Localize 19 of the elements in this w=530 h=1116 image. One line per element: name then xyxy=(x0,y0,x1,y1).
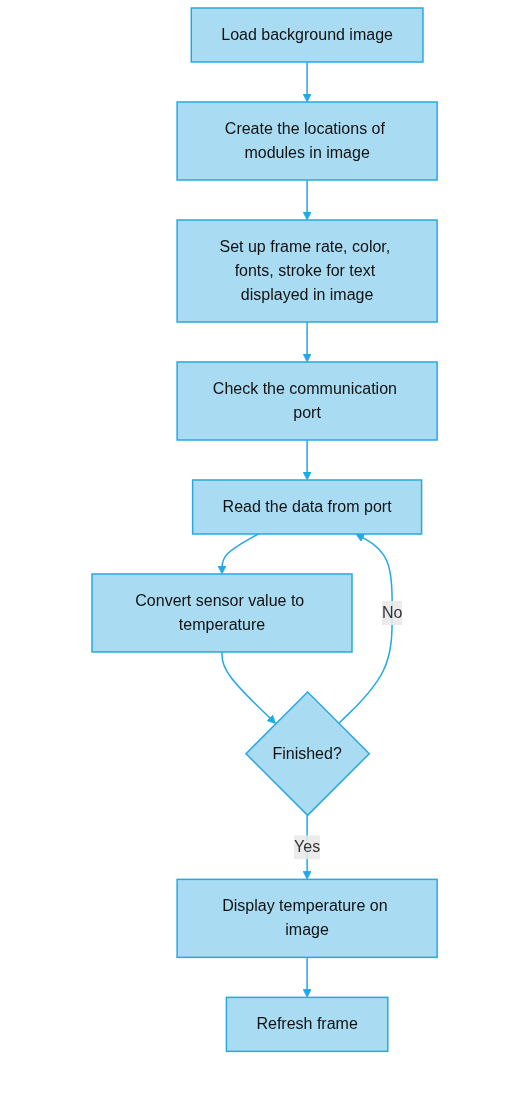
node-box: Refresh frame xyxy=(226,996,389,1053)
node-box: Check the communication port xyxy=(176,361,439,441)
arrow xyxy=(303,439,312,481)
arrow xyxy=(218,533,260,575)
arrow xyxy=(303,956,312,998)
node-box: Create the locations of modules in image xyxy=(176,101,439,181)
node-box: Read the data from port xyxy=(192,479,423,535)
arrow xyxy=(303,321,312,363)
edge-label: Yes xyxy=(294,838,321,856)
arrow xyxy=(338,533,394,725)
arrow xyxy=(303,61,312,103)
edge-label: No xyxy=(382,603,403,621)
arrow xyxy=(303,179,312,221)
node-box: Display temperature on image xyxy=(176,878,439,959)
node-box: Load background image xyxy=(190,7,425,63)
arrow xyxy=(221,651,277,724)
node-diamond: Finished? xyxy=(245,690,371,817)
node-box: Set up frame rate, color, fonts, stroke for text displayed in image xyxy=(176,219,439,323)
node-box: Convert sensor value to temperature xyxy=(91,573,354,653)
